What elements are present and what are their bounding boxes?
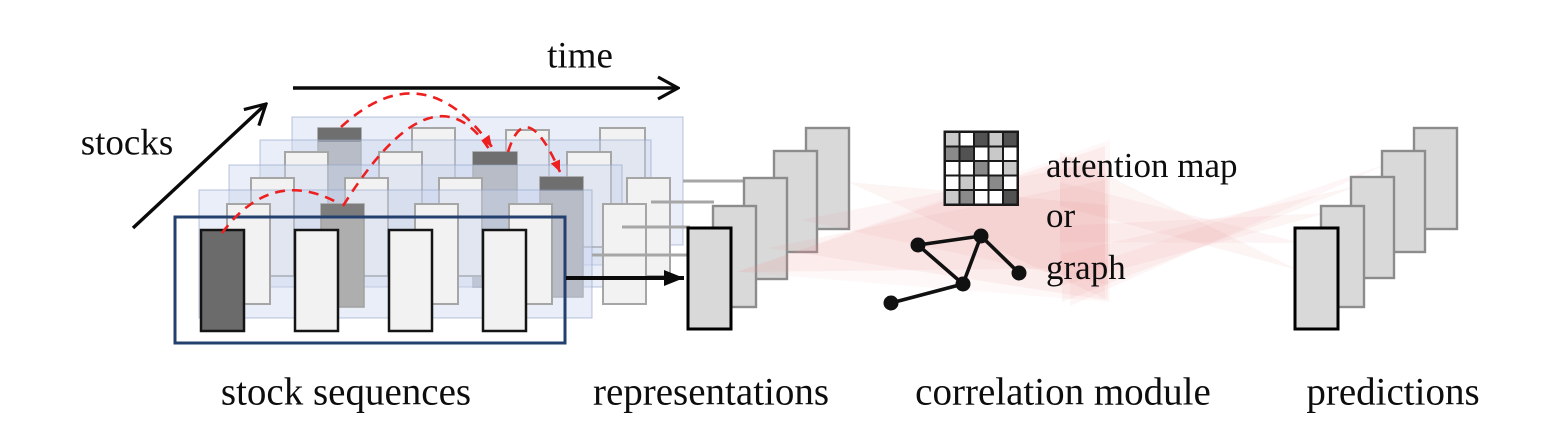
attention-cell xyxy=(975,176,988,189)
attention-cell xyxy=(1004,162,1017,175)
graph-edge xyxy=(961,235,983,285)
stock-bar xyxy=(387,228,434,333)
attention-cell xyxy=(946,191,959,204)
attention-cell xyxy=(989,133,1002,146)
attention-cell xyxy=(960,191,973,204)
graph-edge xyxy=(979,234,1021,275)
beam xyxy=(1060,152,1298,270)
stock-bar-cap xyxy=(318,128,361,142)
graph-label: graph xyxy=(1046,248,1126,287)
graph-node xyxy=(910,237,926,253)
stock-bar xyxy=(293,228,340,333)
graph-edge xyxy=(916,243,965,286)
beam xyxy=(1060,213,1327,286)
predictions-caption: predictions xyxy=(1306,370,1480,414)
attention-cell xyxy=(946,162,959,175)
beam xyxy=(1062,186,1357,302)
stock-sequences-cluster xyxy=(198,116,684,333)
stocks-axis-arrow xyxy=(131,104,266,230)
stocks-axis-label: stocks xyxy=(80,122,174,164)
attention-cell xyxy=(975,191,988,204)
attention-cell xyxy=(946,176,959,189)
graph-node xyxy=(955,276,971,292)
or-label: or xyxy=(1046,196,1076,235)
graph-node xyxy=(973,228,989,244)
stock-bar-cap xyxy=(473,152,517,165)
red-arc xyxy=(341,114,491,207)
stock-bar xyxy=(481,228,528,333)
red-correlation-arcs xyxy=(220,92,562,234)
graph-edge xyxy=(917,234,982,247)
stock-sequences-box xyxy=(173,215,567,345)
attention-cell xyxy=(989,191,1002,204)
beam xyxy=(800,160,1108,285)
stock-bar-cap xyxy=(540,177,583,191)
correlation-module-caption: correlation module xyxy=(915,370,1211,414)
attention-cell xyxy=(960,133,973,146)
representations-caption: representations xyxy=(592,370,830,414)
plane-connector-lines xyxy=(592,179,746,257)
predictions-stack xyxy=(1293,126,1459,331)
attention-cell xyxy=(960,162,973,175)
attention-map-grid xyxy=(943,130,1019,206)
attention-cell xyxy=(975,162,988,175)
attention-cell xyxy=(989,147,1002,160)
attention-map-label: attention map xyxy=(1046,146,1238,185)
attention-cell xyxy=(1004,191,1017,204)
attention-cell xyxy=(975,133,988,146)
beam xyxy=(1070,162,1392,306)
representation-rect xyxy=(686,226,733,331)
red-arc xyxy=(340,92,494,148)
attention-cell xyxy=(975,147,988,160)
graph-edge xyxy=(890,282,964,305)
representations-stack xyxy=(686,126,851,331)
stock-bar-cap xyxy=(321,204,364,217)
beam xyxy=(1060,182,1302,243)
attention-cell xyxy=(946,147,959,160)
attention-cell xyxy=(960,147,973,160)
attention-cell xyxy=(989,162,1002,175)
red-arc xyxy=(220,189,341,234)
attention-cell xyxy=(989,176,1002,189)
graph-node xyxy=(883,295,899,311)
correlation-graph xyxy=(883,228,1027,311)
stock-sequences-caption: stock sequences xyxy=(220,370,472,414)
time-axis-label: time xyxy=(547,35,613,77)
graph-node xyxy=(1011,265,1027,281)
attention-cell xyxy=(1004,176,1017,189)
attention-cell xyxy=(1004,133,1017,146)
prediction-rect xyxy=(1293,226,1340,331)
attention-cell xyxy=(960,176,973,189)
red-arc xyxy=(506,126,562,173)
attention-cell xyxy=(1004,147,1017,160)
attention-cell xyxy=(946,133,959,146)
stock-bar xyxy=(199,228,246,333)
